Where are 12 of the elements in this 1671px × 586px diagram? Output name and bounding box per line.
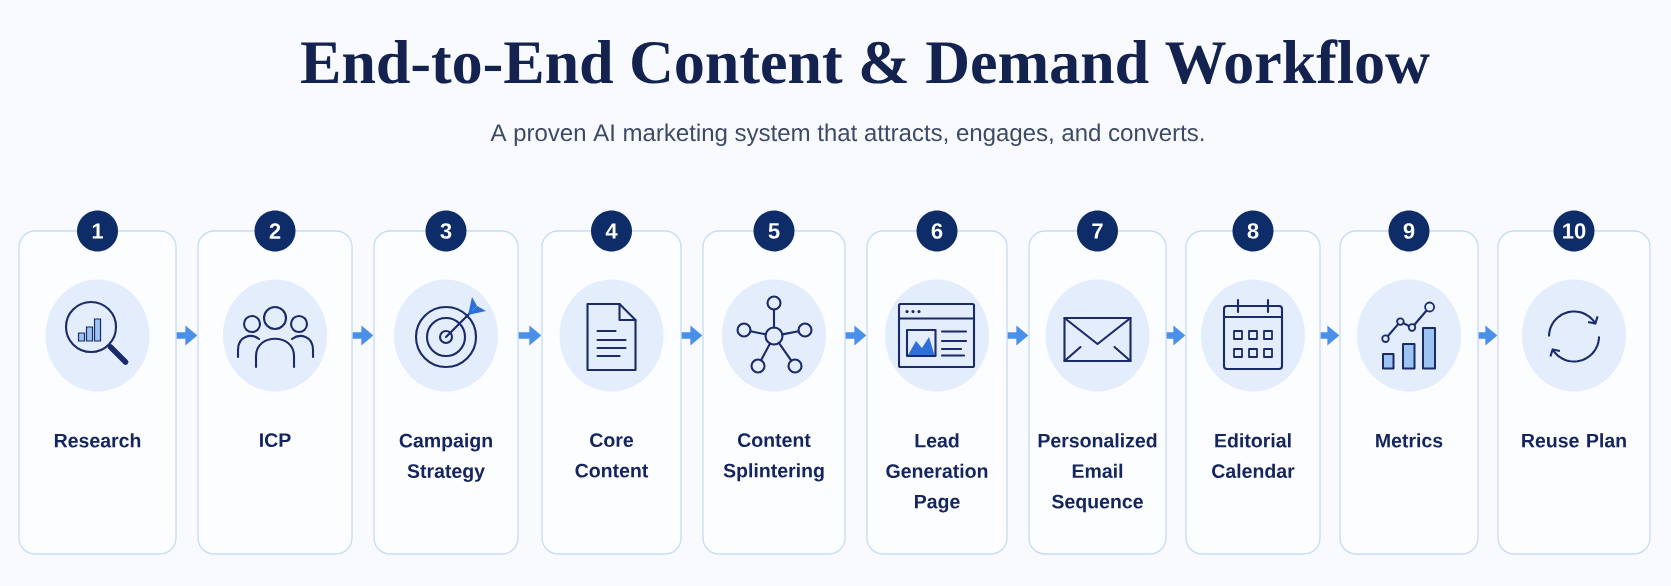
title: End-to-End Content & Demand Workflow: [301, 39, 1430, 84]
number-badge: 7: [1077, 210, 1118, 252]
number-badge: 2: [254, 210, 296, 252]
subtitle: A proven AI marketing system that attracts, engages, and converts.: [490, 123, 1204, 146]
number-badge: 4: [591, 210, 632, 252]
number-badge: 8: [1232, 210, 1274, 252]
number-badge: 6: [916, 210, 958, 252]
number-badge: 3: [425, 210, 467, 252]
number-badge: 5: [753, 210, 795, 252]
number-badge: 1: [77, 210, 118, 252]
number-badge: 9: [1388, 210, 1430, 252]
number-badge: 10: [1553, 210, 1595, 252]
